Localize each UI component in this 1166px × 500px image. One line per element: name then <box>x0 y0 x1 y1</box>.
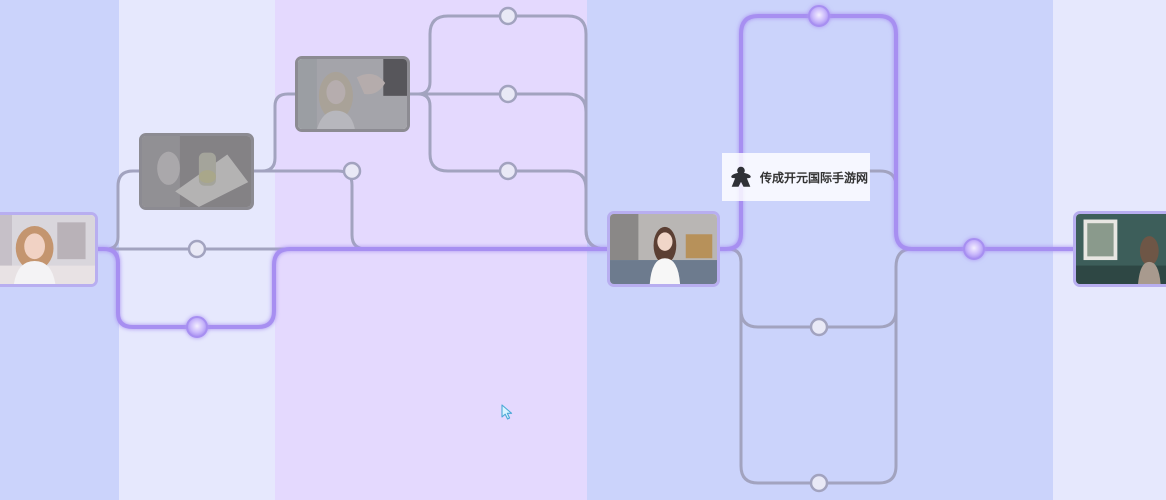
scene-gallery-thumbnail[interactable] <box>1073 211 1166 287</box>
inactive-path-segment <box>408 92 588 232</box>
inactive-path-segment <box>251 92 298 173</box>
active-path-segment <box>94 247 610 329</box>
scene-glass-tray-image <box>142 136 251 207</box>
branch-node[interactable] <box>498 161 518 181</box>
branch-node[interactable] <box>809 317 829 337</box>
scene-glass-tray-thumbnail[interactable] <box>139 133 254 210</box>
watermark-text: 传成开元国际手游网 <box>760 170 869 185</box>
inactive-path-segment <box>408 14 608 251</box>
scene-blonde-hand-thumbnail[interactable] <box>295 56 410 132</box>
branch-node[interactable] <box>498 84 518 104</box>
mouse-cursor-icon <box>501 404 513 420</box>
scene-start-image <box>0 215 95 284</box>
inactive-path-segment <box>94 169 142 251</box>
branch-node[interactable] <box>187 239 207 259</box>
inactive-path-segment <box>868 169 898 232</box>
meeple-icon <box>731 166 751 187</box>
inactive-path-segment <box>251 169 368 251</box>
branch-node[interactable] <box>342 161 362 181</box>
scene-living-room-image <box>610 214 717 284</box>
active-branch-node[interactable] <box>808 5 830 27</box>
scene-blonde-hand-image <box>298 59 407 129</box>
branch-node[interactable] <box>809 473 829 493</box>
scene-start-thumbnail[interactable] <box>0 212 98 287</box>
inactive-path-segment <box>716 247 914 329</box>
watermark: 传成开元国际手游网 <box>722 153 870 201</box>
scene-living-room-thumbnail[interactable] <box>607 211 720 287</box>
active-branch-node[interactable] <box>186 316 208 338</box>
inactive-path-segment <box>716 247 898 485</box>
scene-gallery-image <box>1076 214 1166 284</box>
active-path-segment <box>716 14 1077 251</box>
branch-node[interactable] <box>498 6 518 26</box>
active-branch-node[interactable] <box>963 238 985 260</box>
